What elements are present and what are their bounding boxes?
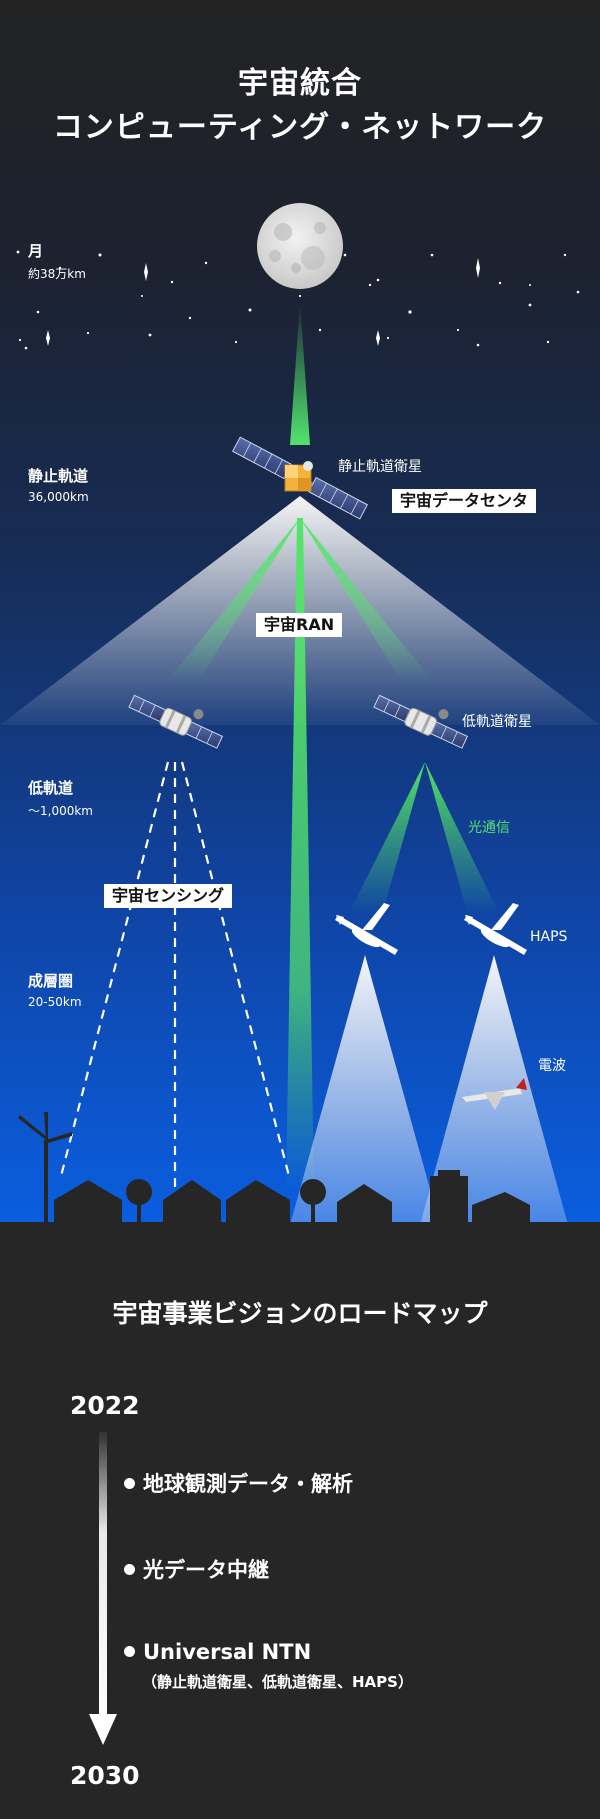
- space-datacenter-label: 宇宙データセンタ: [392, 489, 537, 513]
- network-diagram: 宇宙統合 コンピューティング・ネットワーク 月 約38万km 静止軌道 36,0…: [0, 0, 600, 1225]
- orbit-moon-name: 月: [28, 242, 44, 260]
- optical-comm-label: 光通信: [468, 820, 510, 836]
- haps-label: HAPS: [530, 929, 568, 945]
- stars: [16, 250, 580, 350]
- haps-aircraft-left-icon: [335, 903, 398, 955]
- roadmap-end-year: 2030: [70, 1761, 140, 1790]
- roadmap-title: 宇宙事業ビジョンのロードマップ: [112, 1299, 488, 1328]
- roadmap-start-year: 2022: [70, 1391, 140, 1420]
- radio-wave-label: 電波: [538, 1058, 566, 1074]
- bullet-icon: [124, 1477, 135, 1489]
- roadmap-item-1-label: 地球観測データ・解析: [143, 1472, 353, 1496]
- roadmap-item-3-sub: （静止軌道衛星、低軌道衛星、HAPS）: [142, 1673, 413, 1691]
- geo-to-ground-beam: [286, 518, 314, 1190]
- space-ran-label: 宇宙RAN: [256, 613, 343, 637]
- orbit-moon-distance: 約38万km: [28, 267, 86, 281]
- diagram-graphics: [0, 0, 600, 1225]
- orbit-leo-name: 低軌道: [28, 779, 74, 797]
- orbit-leo-distance: 〜1,000km: [28, 804, 93, 818]
- page-title-line2: コンピューティング・ネットワーク: [52, 110, 548, 145]
- moon-icon: [257, 203, 343, 289]
- haps-radio-beam-right: [420, 955, 568, 1225]
- haps-radio-beam-left: [290, 955, 440, 1225]
- roadmap-item-2-label: 光データ中継: [143, 1558, 269, 1582]
- orbit-geo-name: 静止軌道: [28, 467, 89, 485]
- optical-beam-left: [348, 762, 425, 915]
- ground-silhouette: [0, 1112, 600, 1225]
- leo-satellite-right-icon: [373, 694, 469, 749]
- haps-aircraft-right-icon: [464, 903, 527, 955]
- optical-beam-right: [425, 762, 500, 915]
- roadmap-item-3-label: Universal NTN: [143, 1640, 312, 1664]
- leo-satellite-left-icon: [128, 694, 224, 749]
- roadmap-item-1: 地球観測データ・解析: [124, 1468, 353, 1498]
- timeline-arrow: [89, 1432, 117, 1745]
- sensing-dashed-lines: [58, 761, 292, 1200]
- twinkle-stars: [46, 258, 480, 346]
- moon-link-beam: [290, 300, 310, 445]
- airliner-icon: [462, 1078, 527, 1110]
- orbit-geo-distance: 36,000km: [28, 490, 89, 504]
- space-sensing-label: 宇宙センシング: [104, 884, 233, 908]
- page-title-line1: 宇宙統合: [238, 66, 362, 101]
- geo-satellite-label: 静止軌道衛星: [338, 459, 422, 475]
- roadmap-item-2: 光データ中継: [124, 1554, 269, 1584]
- geo-to-leo-right-beam: [300, 518, 432, 685]
- geo-to-leo-left-beam: [168, 518, 300, 685]
- bullet-icon: [124, 1563, 135, 1575]
- geo-satellite-icon: [231, 436, 369, 520]
- orbit-stratosphere-name: 成層圏: [28, 972, 74, 990]
- orbit-stratosphere-distance: 20-50km: [28, 995, 82, 1009]
- leo-satellite-label: 低軌道衛星: [462, 714, 532, 730]
- roadmap-item-3: Universal NTN: [124, 1640, 311, 1664]
- bullet-icon: [124, 1645, 135, 1657]
